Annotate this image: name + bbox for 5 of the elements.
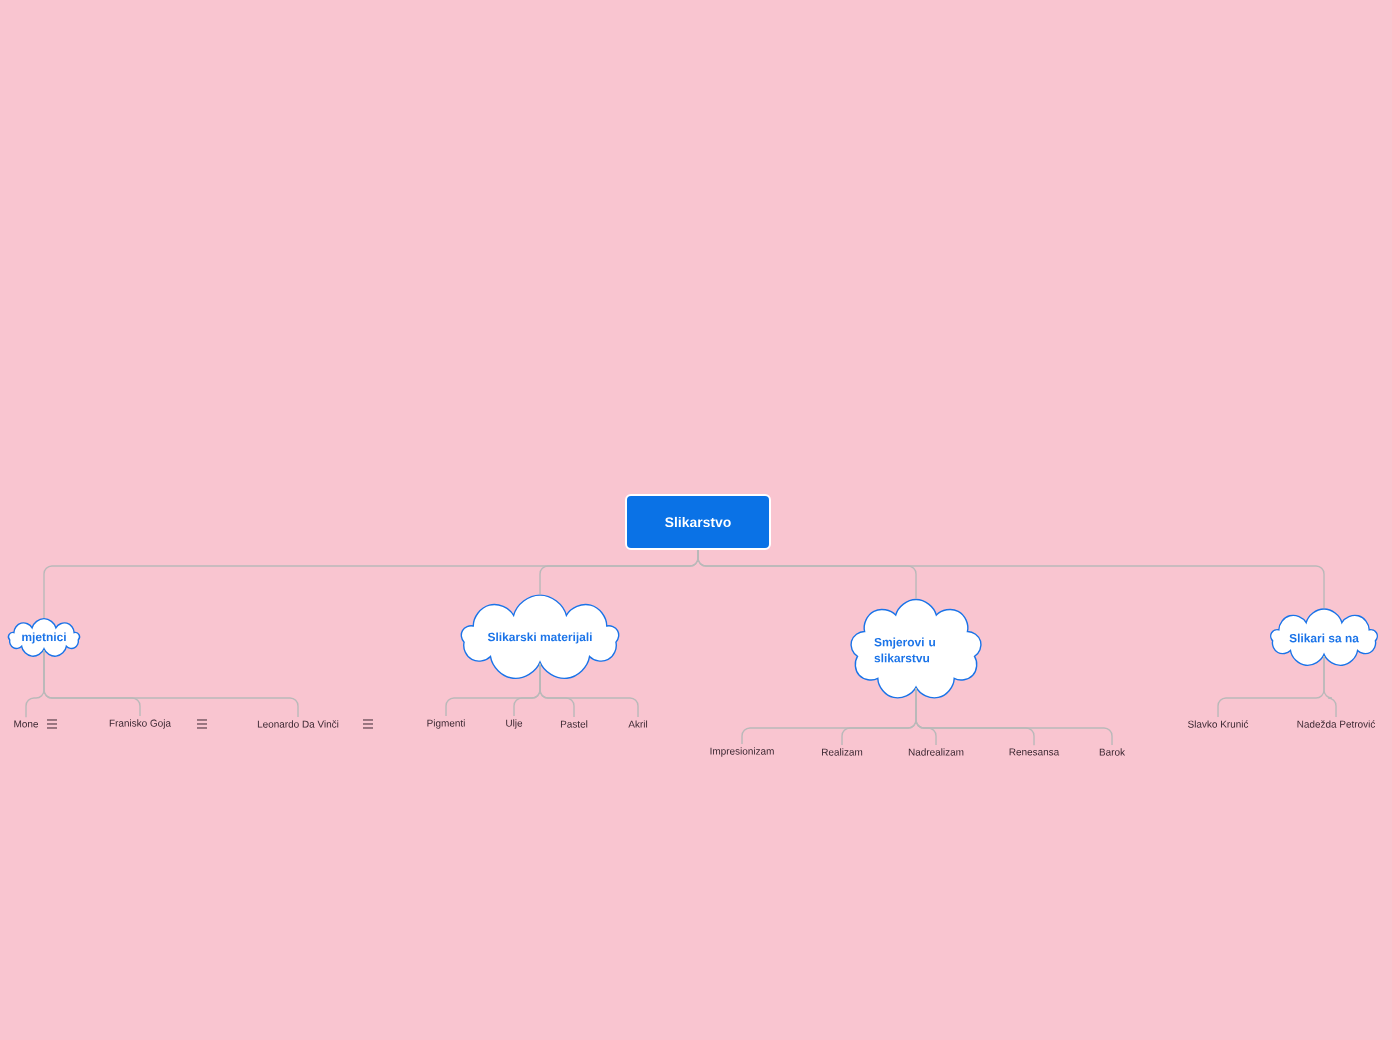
connector — [1323, 655, 1337, 718]
connector — [915, 687, 1113, 746]
connector — [697, 549, 1325, 609]
connector — [43, 649, 299, 718]
connector — [539, 663, 639, 718]
